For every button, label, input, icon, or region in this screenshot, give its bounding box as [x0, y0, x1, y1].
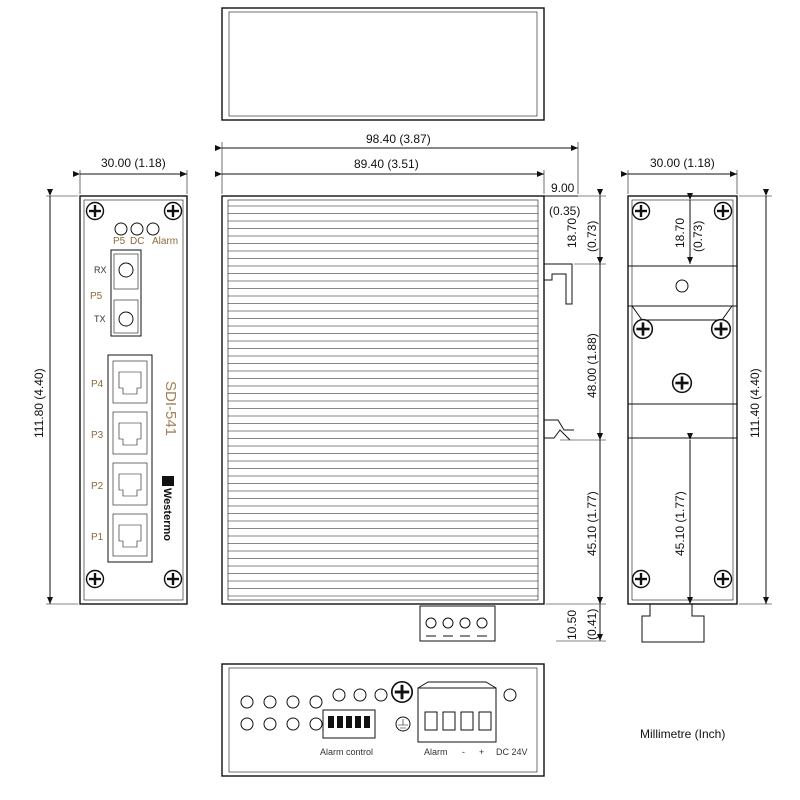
- svg-text:48.00 (1.88): 48.00 (1.88): [585, 333, 599, 398]
- dim-front-height: 111.80 (4.40): [32, 189, 78, 605]
- svg-text:(0.73): (0.73): [691, 221, 705, 252]
- screw-icon: [163, 201, 183, 221]
- brand-logo-icon: [162, 476, 174, 486]
- alarm-dip-switch: [322, 709, 376, 739]
- led-alarm-label: Alarm: [152, 236, 178, 247]
- dim-side-vertical: 18.70 (0.73) 48.00 (1.88) 45.10 (1.77) 1…: [546, 189, 606, 642]
- dim-total-depth: 98.40 (3.87): [215, 132, 579, 194]
- svg-text:18.70: 18.70: [673, 218, 687, 248]
- terminal-minus-label: -: [462, 747, 465, 757]
- alarm-control-label: Alarm control: [320, 747, 373, 757]
- rj45-port-block: [107, 354, 153, 563]
- svg-text:(0.41): (0.41): [585, 609, 599, 640]
- ground-screw-icon: [390, 680, 414, 704]
- p1-label: P1: [91, 532, 104, 543]
- dim-rear: 30.00 (1.18) 111.40 (4.40) 18.70 (0.73) …: [621, 156, 772, 605]
- p2-label: P2: [91, 481, 104, 492]
- screw-icon: [163, 569, 183, 589]
- bottom-view: Alarm control Alarm - + DC 24V: [221, 663, 545, 777]
- screw-icon: [713, 569, 733, 589]
- svg-text:9.00: 9.00: [551, 181, 575, 195]
- svg-text:89.40 (3.51): 89.40 (3.51): [354, 157, 419, 171]
- svg-text:45.10 (1.77): 45.10 (1.77): [585, 491, 599, 556]
- dc-label: DC 24V: [496, 747, 528, 757]
- units-note: Millimetre (Inch): [640, 727, 725, 741]
- vent-holes: [240, 688, 517, 731]
- top-view: [221, 7, 545, 121]
- terminal-plus-label: +: [479, 747, 484, 757]
- power-connector: [419, 605, 496, 642]
- dim-body-depth: 89.40 (3.51): [215, 157, 545, 194]
- rear-view: [627, 195, 738, 643]
- front-view: P5 DC Alarm RX P5 TX P4 P3 P2 P1 SDI-541…: [79, 195, 188, 605]
- svg-text:(0.35): (0.35): [549, 204, 580, 218]
- din-bracket: [627, 265, 738, 307]
- screw-icon: [631, 569, 651, 589]
- model-label: SDI-541: [162, 381, 179, 436]
- svg-text:30.00 (1.18): 30.00 (1.18): [650, 156, 715, 170]
- dim-rail-depth: 9.00 (0.35): [544, 181, 580, 218]
- svg-text:(0.73): (0.73): [585, 221, 599, 252]
- heatsink-fins: [228, 205, 538, 597]
- dim-front-width: 30.00 (1.18): [73, 156, 188, 194]
- side-view: [221, 195, 574, 642]
- screw-icon: [632, 318, 654, 340]
- svg-text:30.00 (1.18): 30.00 (1.18): [101, 156, 166, 170]
- led-p5-label: P5: [113, 236, 126, 247]
- screw-icon: [631, 201, 651, 221]
- p3-label: P3: [91, 430, 104, 441]
- svg-text:98.40 (3.87): 98.40 (3.87): [366, 132, 431, 146]
- p5-label: P5: [90, 291, 103, 302]
- terminal-block: [417, 687, 497, 743]
- rx-label: RX: [94, 265, 107, 275]
- p4-label: P4: [91, 379, 104, 390]
- screw-icon: [85, 569, 105, 589]
- screw-icon: [710, 318, 732, 340]
- screw-icon: [713, 201, 733, 221]
- brand-label: Westermo: [161, 488, 173, 541]
- svg-text:45.10 (1.77): 45.10 (1.77): [673, 491, 687, 556]
- screw-icon: [671, 372, 693, 394]
- rear-connector: [641, 604, 705, 643]
- terminal-alarm-label: Alarm: [424, 747, 448, 757]
- svg-text:111.40 (4.40): 111.40 (4.40): [748, 368, 762, 438]
- led-dc-icon: [130, 222, 144, 236]
- led-p5-icon: [114, 222, 128, 236]
- svg-text:18.70: 18.70: [565, 218, 579, 248]
- svg-text:111.80 (4.40): 111.80 (4.40): [32, 368, 46, 438]
- led-alarm-icon: [146, 222, 160, 236]
- din-clip-top: [543, 263, 573, 305]
- fiber-port: [110, 249, 142, 337]
- tx-label: TX: [94, 314, 106, 324]
- led-dc-label: DC: [130, 236, 144, 247]
- screw-icon: [85, 201, 105, 221]
- svg-text:10.50: 10.50: [565, 610, 579, 640]
